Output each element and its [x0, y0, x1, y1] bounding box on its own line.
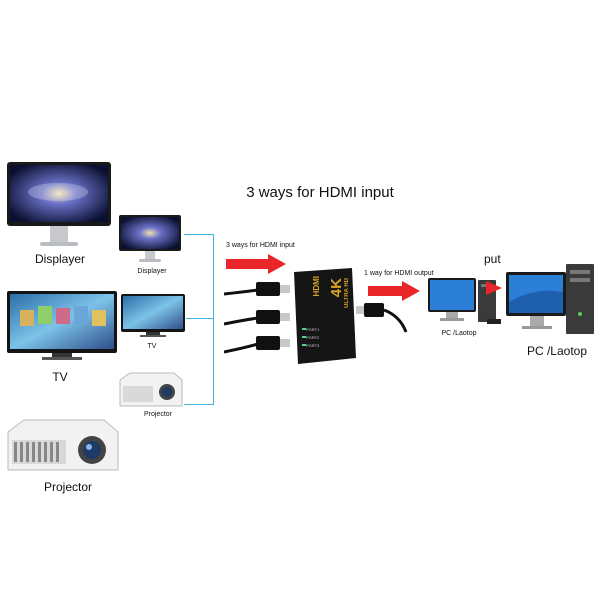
projector-small-label: Projector: [143, 411, 172, 418]
switch-port-label: PORT3: [306, 343, 320, 348]
switch-port-label: PORT2: [306, 335, 320, 340]
tv-large-image: [6, 290, 118, 362]
connector-line-vertical: [213, 234, 214, 405]
cropped-output-label: put: [484, 252, 501, 266]
output-arrow-icon: [368, 281, 420, 301]
connector-line-tv: [186, 318, 214, 319]
cable-stub: [487, 319, 501, 324]
switch-port-label: PORT1: [306, 327, 320, 332]
page-title: 3 ways for HDMI input: [246, 184, 394, 201]
pc-small-label: PC /Laotop: [441, 330, 477, 337]
tv-small-image: [120, 293, 186, 339]
switch-port-labels: PORT1 PORT2 PORT3: [306, 326, 319, 350]
switch-subtitle-label: ULTRA HD: [344, 278, 350, 308]
input-arrow-label: 3 ways for HDMI input: [226, 242, 295, 249]
displayer-large-image: [6, 160, 112, 250]
input-arrow-icon: [226, 254, 286, 274]
connector-line-projector: [184, 404, 214, 405]
projector-large-image: [4, 414, 122, 478]
tv-small-label: TV: [147, 343, 157, 350]
output-arrow-label: 1 way for HDMI output: [364, 270, 434, 277]
switch-brand-label: HDMI: [312, 276, 321, 297]
hdmi-switch-image: [288, 268, 358, 364]
pc-large-image: [504, 262, 596, 342]
hdmi-cables-image: [224, 280, 300, 360]
projector-small-image: [118, 370, 184, 410]
displayer-small-label: Displayer: [137, 268, 167, 275]
displayer-small-image: [118, 214, 182, 264]
hdmi-output-cable-image: [356, 296, 412, 336]
projector-large-label: Projector: [43, 480, 93, 494]
pc-arrow-icon: [486, 281, 502, 295]
displayer-large-label: Displayer: [34, 252, 85, 266]
pc-large-label: PC /Laotop: [526, 344, 588, 358]
connector-line-displayer: [184, 234, 214, 235]
tv-large-label: TV: [52, 370, 68, 384]
